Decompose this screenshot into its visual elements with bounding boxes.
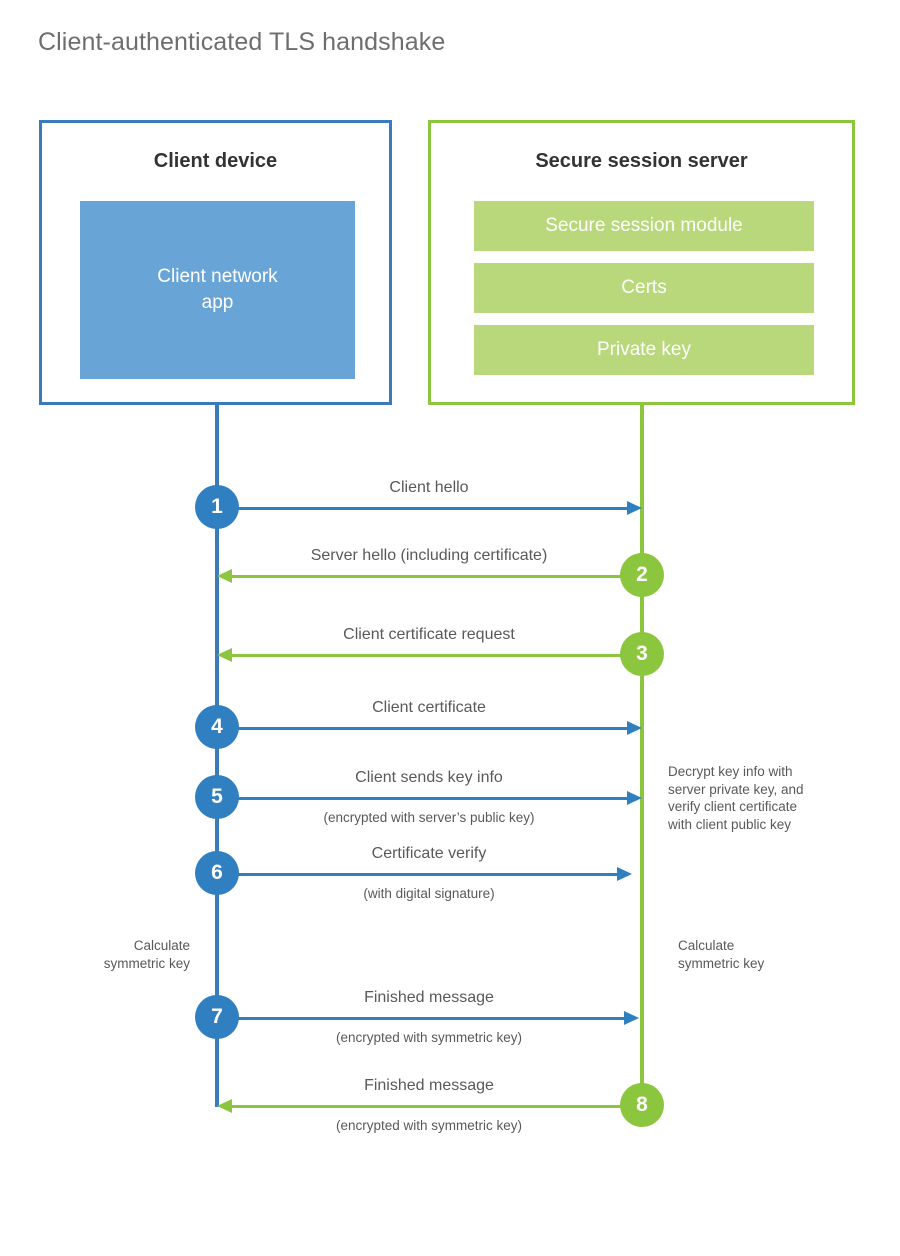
step-circle-6[interactable]: 6 — [195, 851, 239, 895]
step-number: 2 — [636, 563, 648, 586]
message-5-label: Client sends key info — [355, 769, 503, 786]
message-1-line — [217, 507, 627, 510]
step-number: 5 — [211, 785, 223, 808]
server-decrypt-note: Decrypt key info with server private key… — [668, 764, 804, 832]
server-component-label: Certs — [621, 277, 667, 298]
step-number: 4 — [211, 715, 223, 738]
server-component-label: Private key — [597, 339, 691, 360]
server-calculate-symmetric-key-note: Calculate symmetric key — [678, 938, 765, 971]
step-number: 8 — [636, 1093, 648, 1116]
step-circle-4[interactable]: 4 — [195, 705, 239, 749]
arrow-head-right-icon — [627, 791, 642, 805]
step-circle-3[interactable]: 3 — [620, 632, 664, 676]
message-2-label: Server hello (including certificate) — [310, 547, 548, 564]
message-7-line — [217, 1017, 624, 1020]
secure-session-server-title: Secure session server — [535, 150, 748, 172]
message-8-label: Finished message — [364, 1077, 494, 1094]
step-number: 1 — [211, 495, 223, 518]
message-8-sublabel: (encrypted with symmetric key) — [335, 1118, 523, 1133]
step-circle-5[interactable]: 5 — [195, 775, 239, 819]
message-1-label: Client hello — [389, 479, 469, 496]
client-lifeline — [215, 405, 219, 1107]
message-5-line — [217, 797, 627, 800]
arrow-head-left-icon — [217, 648, 232, 662]
message-2-line — [232, 575, 642, 578]
step-circle-2[interactable]: 2 — [620, 553, 664, 597]
client-device-title: Client device — [153, 150, 278, 172]
server-component-label: Secure session module — [545, 215, 743, 236]
secure-session-server-box: Secure session server Secure session mod… — [428, 120, 855, 405]
server-component-private-key: Private key — [474, 325, 814, 375]
message-5-sublabel: (encrypted with server’s public key) — [323, 810, 535, 825]
message-3-label: Client certificate request — [343, 626, 515, 643]
server-lifeline — [640, 405, 644, 1107]
client-network-app-label: Client network app — [157, 266, 278, 313]
message-7-sublabel: (encrypted with symmetric key) — [335, 1030, 523, 1045]
step-number: 6 — [211, 861, 223, 884]
arrow-head-right-icon — [627, 501, 642, 515]
message-3-line — [232, 654, 642, 657]
message-4-label: Client certificate — [372, 699, 486, 716]
message-6-label: Certificate verify — [371, 845, 487, 862]
step-circle-7[interactable]: 7 — [195, 995, 239, 1039]
step-number: 3 — [636, 642, 648, 665]
page-title: Client-authenticated TLS handshake — [38, 28, 446, 56]
message-6-sublabel: (with digital signature) — [363, 886, 495, 901]
step-circle-1[interactable]: 1 — [195, 485, 239, 529]
arrow-head-right-icon — [617, 867, 632, 881]
step-circle-8[interactable]: 8 — [620, 1083, 664, 1127]
message-8-line — [232, 1105, 642, 1108]
arrow-head-left-icon — [217, 569, 232, 583]
client-network-app-block: Client network app — [80, 201, 355, 379]
message-4-line — [217, 727, 627, 730]
message-6-line — [217, 873, 617, 876]
server-component-certs: Certs — [474, 263, 814, 313]
arrow-head-left-icon — [217, 1099, 232, 1113]
arrow-head-right-icon — [627, 721, 642, 735]
step-number: 7 — [211, 1005, 223, 1028]
client-calculate-symmetric-key-note: Calculate symmetric key — [103, 938, 190, 971]
message-7-label: Finished message — [364, 989, 494, 1006]
arrow-head-right-icon — [624, 1011, 639, 1025]
client-device-box: Client device Client network app — [39, 120, 392, 405]
server-component-secure-session-module: Secure session module — [474, 201, 814, 251]
